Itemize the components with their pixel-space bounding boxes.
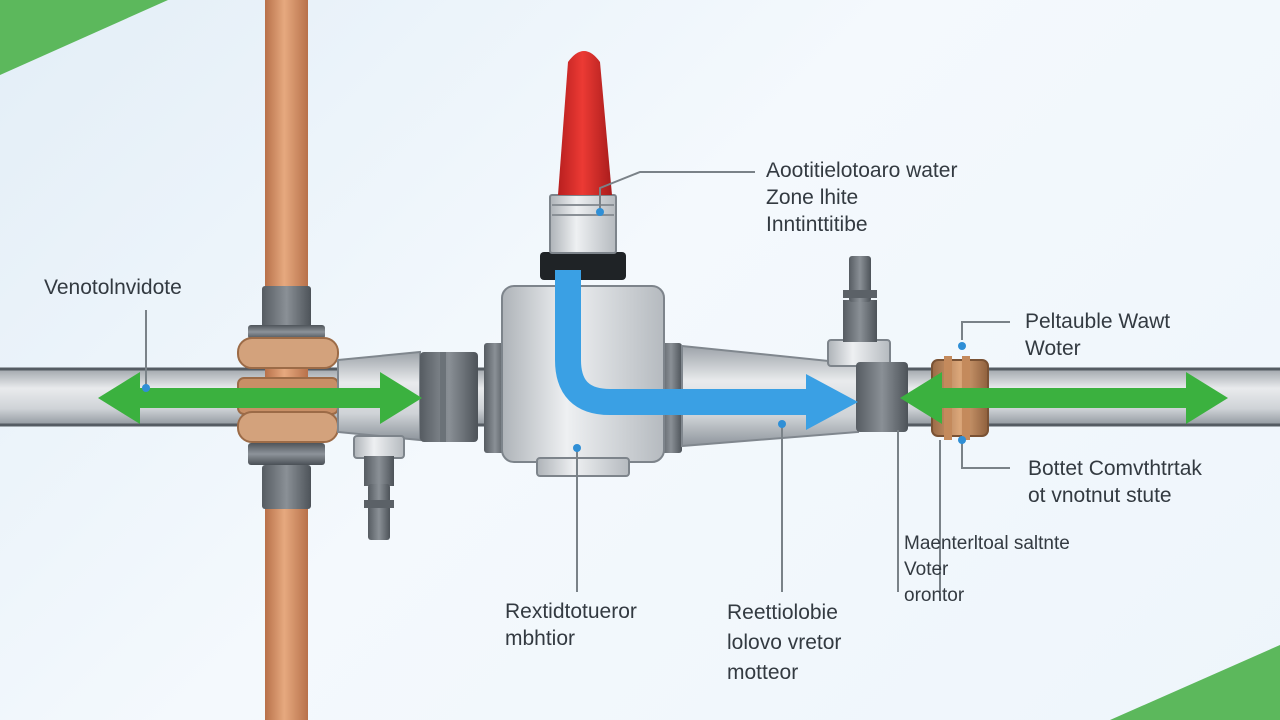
label-line: Bottet Comvthtrtak — [1028, 457, 1202, 480]
label-line: Rextidtotueror — [505, 600, 637, 623]
label-line: Zone lhite — [766, 186, 859, 209]
label-bottom-center-left: Rextidtotueror mbhtior — [505, 598, 637, 652]
label-line: Venotolnvidote — [44, 276, 182, 299]
label-line: Voter — [904, 559, 949, 580]
corner-accent-bottom-right — [1110, 645, 1280, 720]
label-bottom-center-right: Reettiolobie lolovo vretor motteor — [727, 598, 841, 688]
label-line: ot vnotnut stute — [1028, 484, 1172, 507]
label-bottom-right: Maenterltoal saltnte Voter orontor — [904, 531, 1070, 609]
label-line: Woter — [1025, 337, 1081, 360]
label-top-right: Aootitielotoaro water Zone lhite Inntint… — [766, 157, 957, 238]
label-right-upper: Peltauble Wawt Woter — [1025, 308, 1170, 362]
label-line: Inntinttitibe — [766, 213, 868, 236]
left-connector — [337, 350, 478, 540]
label-line: Peltauble Wawt — [1025, 310, 1171, 333]
red-valve-cap — [558, 51, 612, 195]
right-connector — [681, 256, 989, 448]
label-left: Venotolnvidote — [44, 274, 182, 301]
label-line: Aootitielotoaro water — [766, 159, 958, 182]
label-line: motteor — [727, 661, 799, 684]
leader-lines — [145, 171, 1010, 592]
label-line: mbhtior — [505, 627, 576, 650]
flow-direction-arrows — [98, 372, 1228, 424]
label-right-lower: Bottet Comvthtrtak ot vnotnut stute — [1028, 455, 1202, 509]
label-line: Maenterltoal saltnte — [904, 533, 1070, 554]
leader-dots — [142, 208, 966, 452]
water-flow-arrow — [555, 270, 858, 430]
label-line: lolovo vretor — [727, 631, 842, 654]
corner-accent-top-left — [0, 0, 168, 75]
label-line: Reettiolobie — [727, 601, 838, 624]
copper-pipe — [237, 0, 339, 720]
label-line: orontor — [904, 585, 965, 606]
